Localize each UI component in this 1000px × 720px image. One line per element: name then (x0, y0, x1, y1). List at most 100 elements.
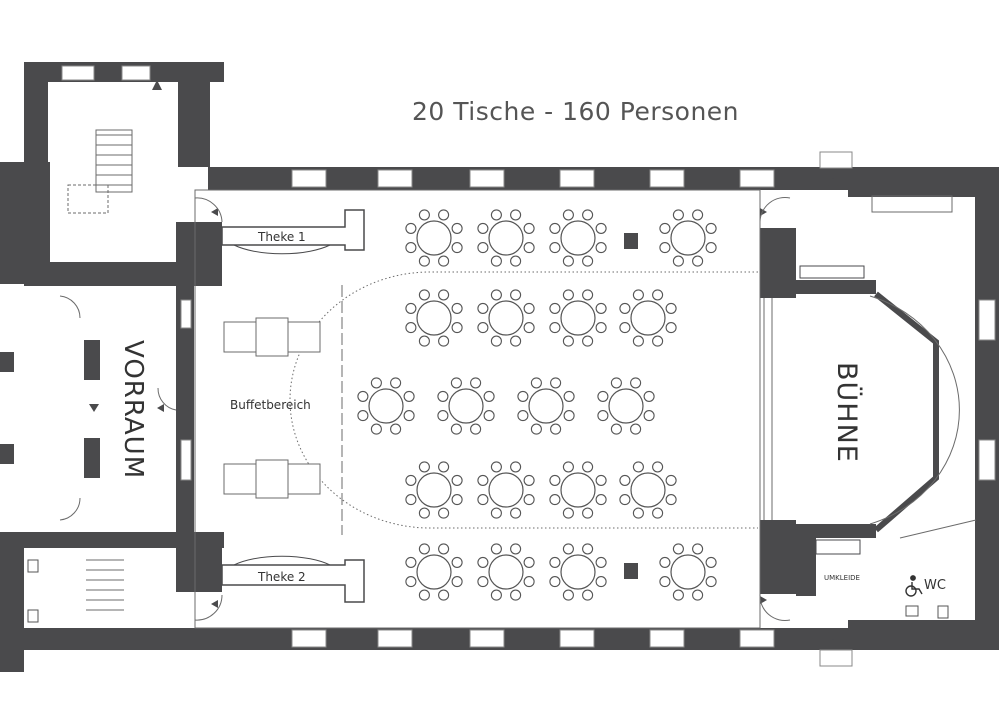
chair (370, 377, 382, 389)
round-table (405, 461, 463, 519)
chair (619, 494, 631, 506)
round-table (477, 289, 535, 347)
table-top (560, 220, 596, 256)
chair (643, 410, 655, 422)
chair (550, 423, 562, 435)
chair (477, 494, 489, 506)
chair (523, 222, 535, 234)
chair (510, 289, 522, 301)
chair (597, 410, 609, 422)
chair (490, 335, 502, 347)
chair (477, 222, 489, 234)
table-top (630, 300, 666, 336)
chair (632, 507, 644, 519)
chair (418, 255, 430, 267)
chair (490, 507, 502, 519)
chair (659, 556, 671, 568)
round-table (549, 209, 607, 267)
chair (549, 474, 561, 486)
chair (549, 222, 561, 234)
chair (438, 209, 450, 221)
chair (659, 576, 671, 588)
chair (652, 461, 664, 473)
round-table (405, 543, 463, 601)
chair (477, 474, 489, 486)
buffet-tables (223, 317, 321, 499)
chair (582, 589, 594, 601)
chair (477, 242, 489, 254)
chair (510, 589, 522, 601)
chair (582, 289, 594, 301)
chair (619, 474, 631, 486)
table-top (560, 554, 596, 590)
table-top (416, 554, 452, 590)
page-title: 20 Tische - 160 Personen (412, 97, 740, 126)
vorraum-label: VORRAUM (118, 340, 148, 480)
chair (470, 423, 482, 435)
chair (357, 390, 369, 402)
chair (692, 255, 704, 267)
chair (510, 335, 522, 347)
chair (530, 377, 542, 389)
chair (451, 576, 463, 588)
table-top (670, 554, 706, 590)
chair (450, 377, 462, 389)
chair (451, 474, 463, 486)
door-arrow-icons (89, 80, 838, 640)
chair (490, 209, 502, 221)
chair (451, 302, 463, 314)
chair (582, 335, 594, 347)
chair (595, 474, 607, 486)
table-top (488, 300, 524, 336)
chair (595, 556, 607, 568)
round-table (517, 377, 575, 435)
chair (490, 461, 502, 473)
chair (582, 461, 594, 473)
chair (418, 543, 430, 555)
chair (517, 410, 529, 422)
table-top (630, 472, 666, 508)
chair (418, 335, 430, 347)
umkleide-label: UMKLEIDE (824, 574, 860, 582)
chair (390, 377, 402, 389)
chair (357, 410, 369, 422)
chair (619, 322, 631, 334)
chair (451, 556, 463, 568)
chair (438, 589, 450, 601)
round-table (405, 289, 463, 347)
chair (595, 222, 607, 234)
chair (597, 390, 609, 402)
chair (418, 589, 430, 601)
chair (477, 322, 489, 334)
round-table (437, 377, 495, 435)
chair (405, 474, 417, 486)
chair (490, 289, 502, 301)
chair (483, 390, 495, 402)
chair (451, 242, 463, 254)
chair (549, 576, 561, 588)
chair (477, 302, 489, 314)
chair (632, 289, 644, 301)
chair (523, 474, 535, 486)
chair (562, 255, 574, 267)
chair (403, 390, 415, 402)
table-top (488, 554, 524, 590)
chair (595, 322, 607, 334)
chair (437, 410, 449, 422)
table-top (416, 220, 452, 256)
chair (438, 507, 450, 519)
round-table (357, 377, 415, 435)
chair (595, 576, 607, 588)
chair (672, 255, 684, 267)
round-table (477, 543, 535, 601)
chair (562, 507, 574, 519)
chair (510, 209, 522, 221)
chair (659, 242, 671, 254)
chair (672, 209, 684, 221)
chair (549, 494, 561, 506)
door-swings (59, 197, 791, 621)
chair (523, 322, 535, 334)
round-table (477, 461, 535, 519)
chair (438, 255, 450, 267)
